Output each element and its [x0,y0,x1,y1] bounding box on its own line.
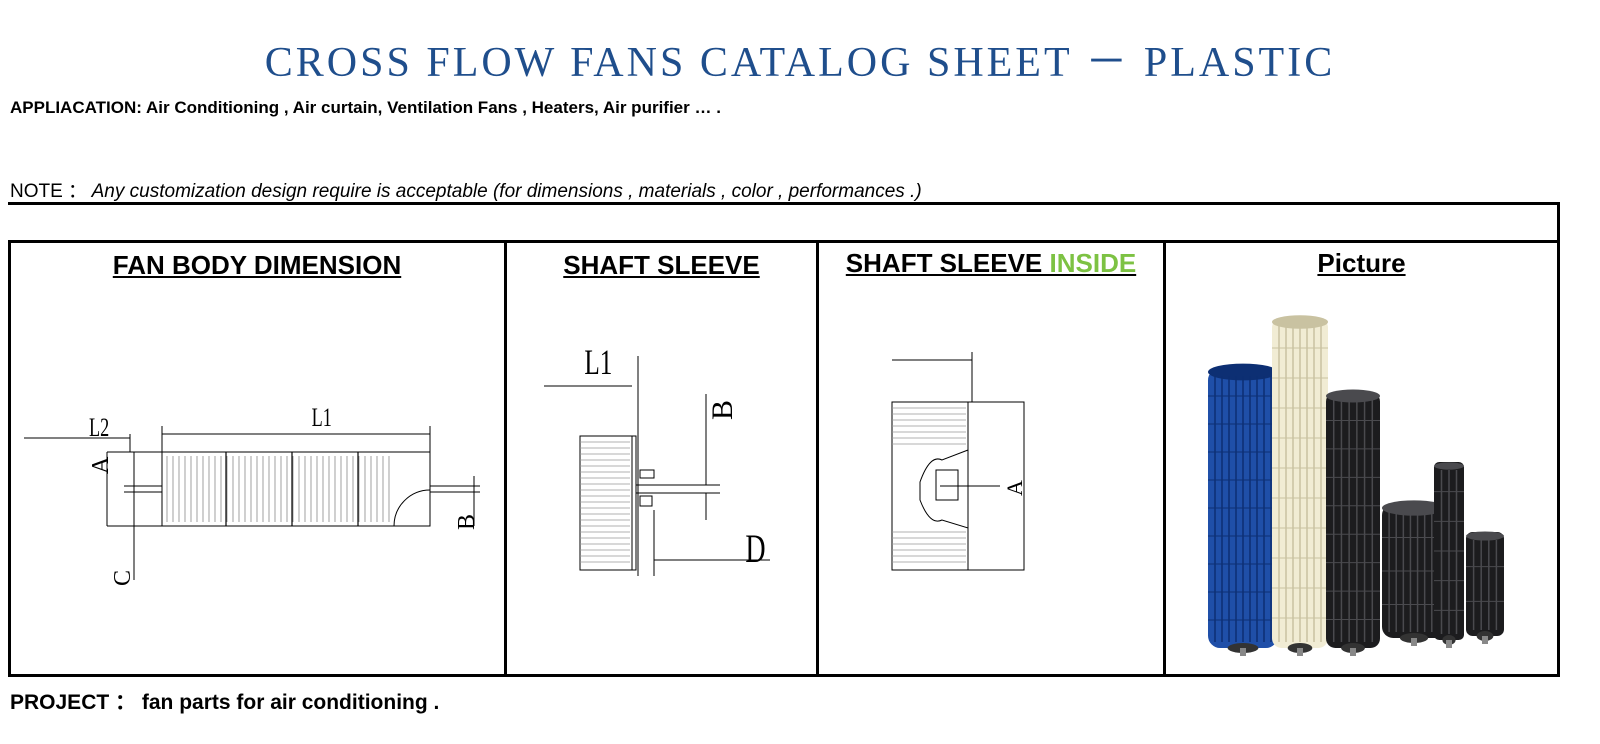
sleeve-label-b: B [706,400,739,420]
table-header-divider [8,240,1560,243]
column-divider-1 [504,240,507,677]
fan-cylinder-5 [1434,462,1464,648]
sleeve-label-d: D [745,527,765,571]
note-label: NOTE ： [10,181,88,202]
picture-heading: Picture [1317,248,1406,278]
inside-label-a: A [1002,480,1027,496]
fan-label-l1: L1 [312,403,332,432]
fan-cylinder-3 [1326,389,1380,656]
table-bottom-border [8,674,1560,677]
shaft-sleeve-inside-heading-accent: INSIDE [1049,248,1137,278]
sleeve-label-l1: L1 [584,342,612,383]
fan-label-b: B [454,514,480,530]
fan-label-c: C [110,570,136,586]
table-left-border [8,240,11,677]
application-line: APPLIACATION: Air Conditioning , Air cur… [10,98,721,117]
fan-cylinder-1 [1208,363,1278,656]
note-line: NOTE ： Any customization design require … [10,176,922,203]
shaft-sleeve-inside-heading-main: SHAFT SLEEVE [845,248,1050,278]
fan-label-l2: L2 [89,413,109,442]
table-right-border [1557,240,1560,677]
table-top-border [8,202,1560,205]
column-divider-2 [816,240,819,677]
column-divider-3 [1163,240,1166,677]
fan-body-drawing: L1 L2 A B C [24,403,480,586]
shaft-sleeve-heading: SHAFT SLEEVE [563,250,760,280]
fan-cylinder-6 [1466,531,1504,644]
shaft-sleeve-inside-heading: SHAFT SLEEVE INSIDE [819,248,1163,279]
project-line: PROJECT ： fan parts for air conditioning… [10,691,440,714]
shaft-sleeve-drawing: L1 B D [544,342,770,576]
fan-product-photo [1208,315,1504,656]
fan-body-dimension-heading: FAN BODY DIMENSION [112,250,402,280]
fan-cylinder-2 [1272,315,1328,656]
note-text: Any customization design require is acce… [87,181,922,202]
page-title: CROSS FLOW FANS CATALOG SHEET － PLASTIC [264,40,1336,86]
fan-label-a: A [88,456,114,474]
shaft-sleeve-inside-drawing: A [891,352,1027,571]
table-right-border-upper [1557,202,1560,242]
